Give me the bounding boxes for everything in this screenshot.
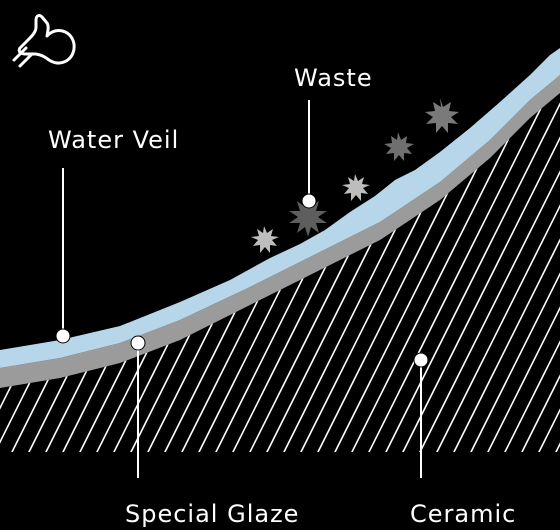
waste-particle: [425, 98, 459, 133]
waste-particle: [342, 174, 370, 201]
hatch-line: [432, 93, 560, 452]
waste-particles: [251, 98, 459, 253]
water-veil-marker: [55, 328, 71, 344]
waste-particle: [251, 226, 279, 253]
hatch-line: [364, 93, 560, 452]
hatch-line: [415, 93, 560, 452]
special-glaze-label: Special Glaze: [125, 500, 299, 528]
ceramic-marker: [413, 352, 429, 368]
water-veil-label: Water Veil: [48, 126, 179, 154]
special-glaze-marker: [130, 335, 146, 351]
hatch-line: [296, 93, 526, 452]
hatch-line: [330, 93, 560, 452]
waste-particle: [289, 197, 327, 237]
ceramic-label: Ceramic: [410, 500, 516, 528]
hatch-line: [483, 93, 560, 452]
hatch-line: [398, 93, 560, 452]
lightbulb-icon: [12, 14, 76, 68]
hatch-line: [449, 93, 560, 452]
waste-marker: [301, 193, 317, 209]
hatch-line: [517, 93, 560, 452]
hatch-line: [500, 93, 560, 452]
waste-label: Waste: [294, 64, 373, 92]
hatch-line: [313, 93, 543, 452]
hatch-line: [279, 93, 509, 452]
hatch-line: [466, 93, 560, 452]
waste-particle: [384, 132, 414, 161]
hatch-line: [347, 93, 560, 452]
